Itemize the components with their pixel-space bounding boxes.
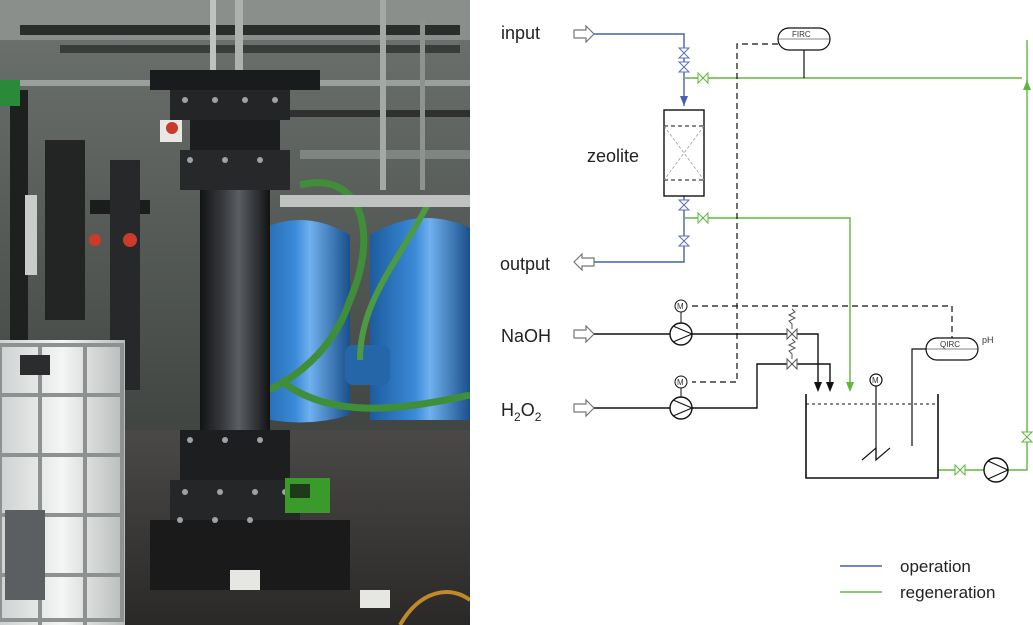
regeneration-lines	[684, 40, 1028, 471]
zeolite-column	[663, 109, 705, 197]
h2o2-motor-label: M	[677, 378, 684, 387]
agitator-motor-label: M	[872, 376, 879, 385]
naoh-motor-label: M	[677, 302, 684, 311]
pilot-plant-photo	[0, 0, 470, 625]
regeneration-down-arrow	[846, 382, 854, 392]
naoh-pump-icon	[669, 299, 693, 346]
legend-operation-label: operation	[900, 557, 971, 576]
naoh-arrow-icon	[573, 324, 595, 344]
operation-valve-icons	[677, 47, 691, 247]
ph-label: pH	[982, 335, 994, 345]
firc-label: FIRC	[792, 30, 811, 39]
naoh-flow-arrow	[814, 382, 822, 392]
operation-flow-arrow	[680, 96, 688, 106]
h2o2-flow-arrow	[826, 382, 834, 392]
chemical-feed-lines	[594, 333, 831, 409]
chemical-valve-icons	[786, 308, 798, 371]
regeneration-pump-icon	[983, 457, 1009, 483]
process-flow-diagram: input output zeolite NaOH H2O2	[500, 23, 1033, 602]
firc-controller	[777, 27, 831, 78]
label-zeolite: zeolite	[587, 146, 639, 166]
qirc-controller	[911, 337, 979, 446]
reaction-tank	[805, 394, 939, 479]
input-arrow-icon	[573, 24, 595, 44]
legend-regeneration-label: regeneration	[900, 583, 995, 602]
control-signal-lines	[692, 43, 953, 383]
label-input: input	[501, 23, 540, 43]
label-h2o2: H2O2	[501, 400, 542, 424]
qirc-label: QIRC	[940, 340, 960, 349]
label-output: output	[500, 254, 550, 274]
regeneration-up-arrow	[1023, 80, 1031, 90]
h2o2-arrow-icon	[573, 398, 595, 418]
h2o2-pump-icon	[669, 375, 693, 420]
label-naoh: NaOH	[501, 326, 551, 346]
output-arrow-icon	[573, 252, 595, 272]
agitator-icon	[861, 373, 891, 462]
regeneration-valve-icons	[697, 71, 1033, 477]
